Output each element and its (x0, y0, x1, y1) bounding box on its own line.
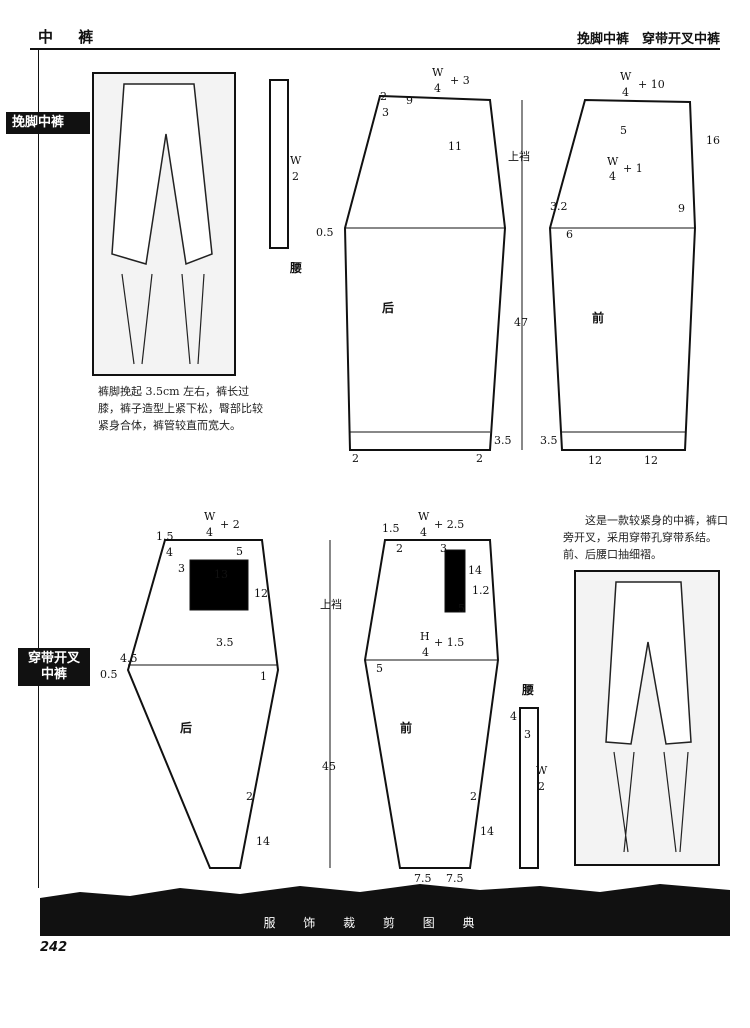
label-3-c: 3 (440, 542, 447, 555)
label-9-b: 9 (678, 202, 685, 215)
label-35-a: 3.5 (494, 434, 512, 447)
label-2-a: 2 (380, 90, 387, 103)
page-number: 242 (40, 940, 68, 955)
label-12-a: 12 (588, 454, 602, 467)
waistband-1 (269, 79, 289, 249)
label-2-f: 2 (470, 790, 477, 803)
figure-sketch-1 (111, 83, 213, 365)
label-2-c: 2 (476, 452, 483, 465)
caption-1: 裤脚挽起 3.5cm 左右，裤长过膝，裤子造型上紧下松，臀部比较紧身合体，裤管较… (98, 385, 263, 432)
label-w4d-top-back: 4 (434, 82, 441, 95)
caption-2: 这是一款较紧身的中裤，裤口旁开叉，采用穿带孔穿带系结。前、后腰口抽细褶。 (563, 514, 728, 561)
front-piece-1 (548, 98, 697, 451)
label-back-1: 后 (382, 300, 394, 315)
label-5-a: 5 (620, 124, 627, 137)
label-w2d-top: 2 (292, 170, 299, 183)
label-6: 6 (566, 228, 573, 241)
label-05-a: 0.5 (316, 226, 334, 239)
label-back-2: 后 (180, 720, 192, 735)
label-plus15: + 1.5 (434, 636, 464, 649)
label-15-a: 1.5 (156, 530, 174, 543)
label-05-b: 0.5 (100, 668, 118, 681)
label-14-c: 14 (480, 825, 494, 838)
label-plus3: + 3 (450, 74, 470, 87)
label-35-b: 3.5 (540, 434, 558, 447)
label-75-a: 7.5 (414, 872, 432, 885)
label-plus10: + 10 (638, 78, 665, 91)
label-45b: 4.5 (120, 652, 138, 665)
label-4-b: 4 (510, 710, 517, 723)
label-2-e: 2 (396, 542, 403, 555)
label-front-2: 前 (400, 720, 412, 735)
label-w4d-hip: 4 (609, 170, 616, 183)
label-h4d: 4 (422, 646, 429, 659)
label-w2d: 2 (538, 780, 545, 793)
label-waistband-2: 腰 (521, 682, 534, 697)
footer-band (40, 884, 730, 936)
label-14-b: 14 (468, 564, 482, 577)
illustration-cuffed-capri (92, 72, 236, 376)
label-47: 47 (514, 316, 528, 329)
label-plus2: + 2 (220, 518, 240, 531)
header-left: 中 裤 (38, 28, 104, 46)
label-w4-b2: W (204, 510, 216, 523)
section-tab-2: 穿带开叉中裤 (18, 648, 90, 686)
label-5-c: 5 (458, 602, 465, 615)
label-front-1: 前 (592, 310, 604, 325)
label-w4d-f2: 4 (420, 526, 427, 539)
label-45: 45 (322, 760, 336, 773)
label-5-d: 5 (376, 662, 383, 675)
label-w4-top-front: W (620, 70, 632, 83)
label-w4-hip: W (607, 155, 619, 168)
label-rise-2: 上裆 (320, 598, 342, 611)
back-piece-2 (126, 539, 280, 869)
label-12-c: 12 (254, 587, 268, 600)
header-right: 挽脚中裤 穿带开叉中裤 (576, 32, 720, 47)
header-rule (30, 48, 720, 50)
label-i15: 1.5 (382, 522, 400, 535)
label-plus25: + 2.5 (434, 518, 464, 531)
label-35-c: 3.5 (216, 636, 234, 649)
back-piece-1 (343, 94, 507, 451)
label-11: 11 (448, 140, 462, 153)
label-5-b: 5 (236, 545, 243, 558)
label-14-a: 14 (256, 835, 270, 848)
illustration-slit-capri (574, 570, 720, 866)
label-h: H (420, 630, 430, 643)
label-plus1: + 1 (623, 162, 643, 175)
label-12b: 1.2 (472, 584, 490, 597)
label-13: 13 (214, 568, 228, 581)
label-9-a: 9 (406, 94, 413, 107)
label-w4-top-back: W (432, 66, 444, 79)
waistband-2 (519, 707, 539, 869)
label-2-d: 2 (246, 790, 253, 803)
margin-rule (38, 48, 39, 888)
footer-title: 服 饰 裁 剪 图 典 (263, 916, 487, 930)
pattern-drawings: 腰 后 前 上裆 47 W 4 + 3 W 4 + 10 W 4 + 1 2 9… (100, 66, 720, 885)
figure-sketch-2 (605, 581, 692, 853)
label-w4-f2: W (418, 510, 430, 523)
label-16: 16 (706, 134, 720, 147)
label-w2: W (536, 764, 548, 777)
label-75-b: 7.5 (446, 872, 464, 885)
label-3-d: 3 (524, 728, 531, 741)
label-12-b: 12 (644, 454, 658, 467)
label-rise-1: 上裆 (508, 150, 530, 163)
label-3-a: 3 (382, 106, 389, 119)
label-w4d-top-front: 4 (622, 86, 629, 99)
label-w4d-b2: 4 (206, 526, 213, 539)
label-2-b: 2 (352, 452, 359, 465)
label-4-a: 4 (166, 546, 173, 559)
label-waistband-1: 腰 (289, 260, 302, 275)
label-w2-top: W (290, 154, 302, 167)
label-1-a: 1 (260, 670, 267, 683)
section-tab-1: 挽脚中裤 (6, 112, 90, 134)
label-3-b: 3 (178, 562, 185, 575)
label-32: 3.2 (550, 200, 568, 213)
